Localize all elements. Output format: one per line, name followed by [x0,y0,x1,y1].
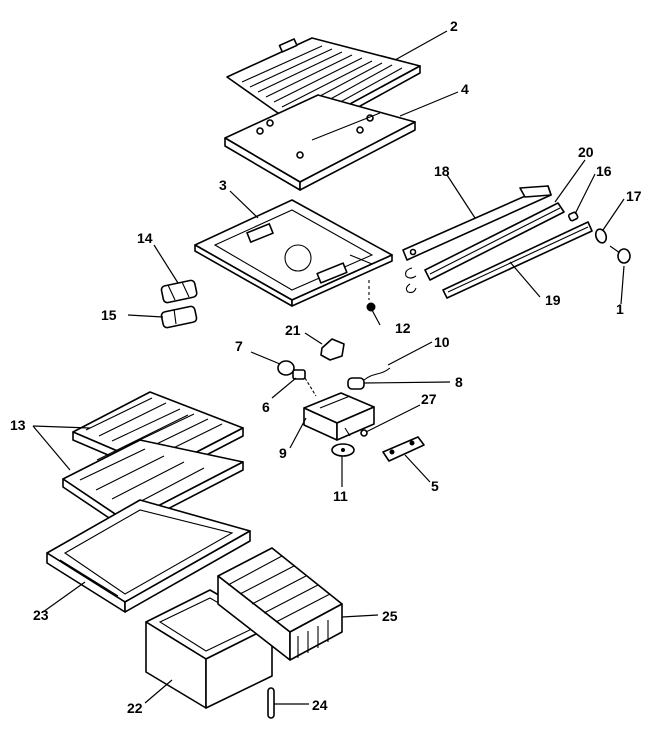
callout-8: 8 [455,374,463,390]
callout-23: 23 [33,607,49,623]
part-16-spacer [567,211,579,222]
part-20-slide-rail [405,202,565,294]
callout-labels: 1 2 3 4 5 6 7 8 9 10 11 12 13 14 15 16 1… [10,18,642,716]
part-24-pin [267,687,275,719]
part-19-rail [442,221,593,299]
callout-22: 22 [127,700,143,716]
callout-9: 9 [279,445,287,461]
callout-4: 4 [461,81,469,97]
callout-2: 2 [450,18,458,34]
part-12-screw [366,280,376,312]
callout-21: 21 [285,322,301,338]
part-23-crisper-shelf-frame [46,499,251,613]
callout-18: 18 [434,163,450,179]
callout-7: 7 [235,338,243,354]
part-4-shelf-tray [224,94,416,191]
part-21-knob [320,338,345,361]
part-18-rail [402,185,552,261]
part-8-socket [347,377,365,390]
callout-6: 6 [262,399,270,415]
part-14-bracket [160,279,198,304]
part-6-socket [292,369,317,397]
part-25-wire-basket [217,547,343,661]
part-7-light-bulb [277,360,295,376]
callout-16: 16 [596,163,612,179]
callout-27: 27 [421,391,437,407]
callout-24: 24 [312,697,328,713]
part-15-bracket [160,305,198,329]
callout-12: 12 [395,320,411,336]
callout-1: 1 [616,301,624,317]
callout-13: 13 [10,417,26,433]
part-11-disc [331,443,355,457]
part-27-clip [360,429,368,437]
part-22-crisper-drawer [145,589,273,709]
callout-19: 19 [545,292,561,308]
part-5-switch-plate [382,436,425,462]
callout-25: 25 [382,608,398,624]
callout-3: 3 [219,177,227,193]
callout-17: 17 [626,188,642,204]
callout-15: 15 [101,307,117,323]
part-17-washer [594,228,608,244]
part-9-light-housing [303,392,375,441]
callout-10: 10 [434,334,450,350]
leader-lines [32,30,625,705]
callout-11: 11 [333,488,348,504]
part-10-wire [363,367,391,381]
callout-14: 14 [137,230,153,246]
part-1-screw [609,245,631,264]
callout-20: 20 [578,144,594,160]
part-3-crisper-cover [194,199,393,307]
callout-5: 5 [431,478,439,494]
